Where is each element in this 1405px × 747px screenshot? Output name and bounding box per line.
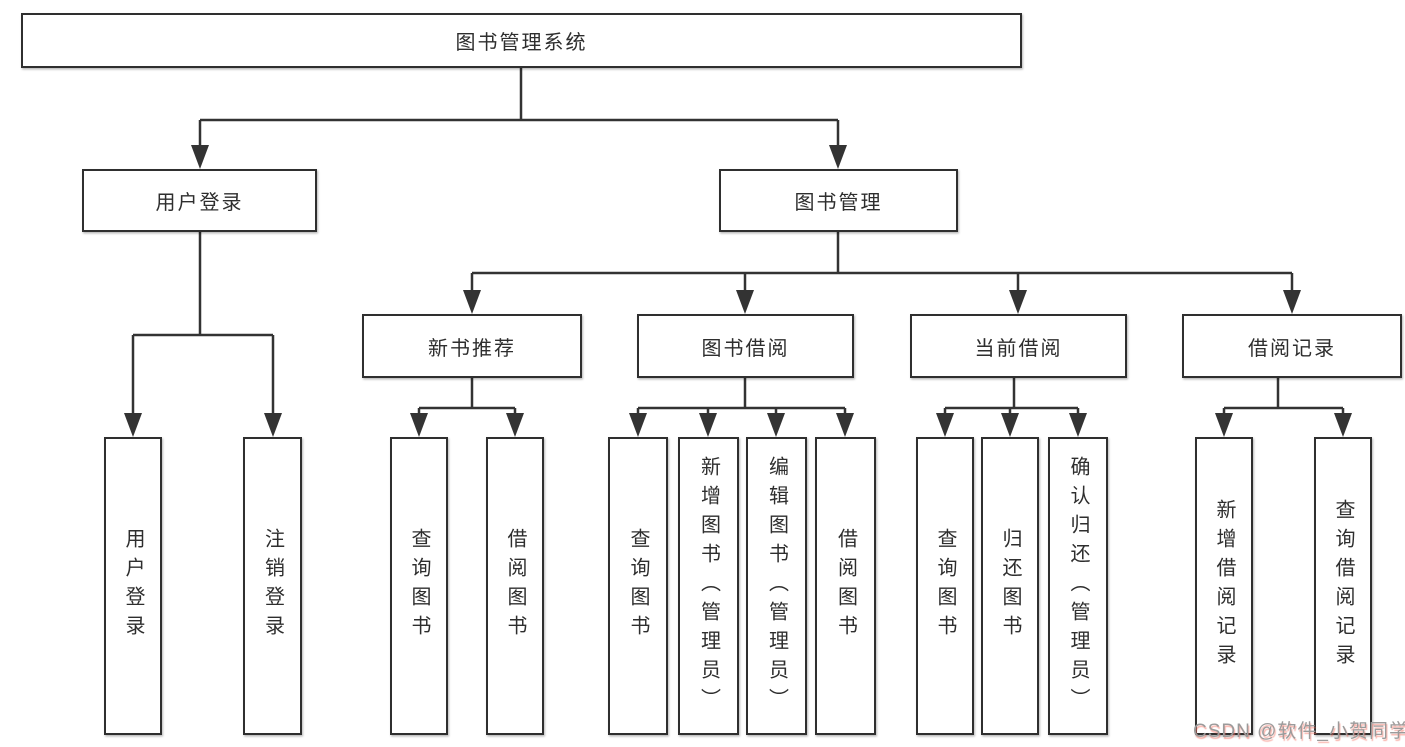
arrowhead-icon <box>191 145 209 169</box>
leaf-records-query-record: 查询借阅记录 <box>1314 437 1372 735</box>
arrowhead-icon <box>463 290 481 314</box>
node-label: 当前借阅 <box>974 337 1063 360</box>
connector-login-to-children <box>131 232 275 416</box>
node-current-borrow: 当前借阅 <box>910 314 1127 378</box>
node-label: 图书借阅 <box>701 337 790 360</box>
connector-current-to-children <box>943 378 1080 416</box>
connector-borrow-to-children <box>636 378 847 416</box>
node-label: 借阅图书 <box>834 528 857 644</box>
leaf-current-confirm-return-admin: 确认归还（管理员） <box>1048 437 1108 735</box>
leaf-user-login: 用户登录 <box>104 437 162 735</box>
node-label: 新书推荐 <box>428 337 516 360</box>
connector-root-to-level2 <box>198 68 840 148</box>
arrowhead-icon <box>829 145 847 169</box>
connector-records-to-children <box>1222 378 1345 416</box>
csdn-watermark: CSDN @软件_小贺同学 <box>1193 721 1405 742</box>
leaf-borrow-edit-books-admin: 编辑图书（管理员） <box>746 437 807 735</box>
node-label: 查询图书 <box>627 528 649 644</box>
node-user-login: 用户登录 <box>82 169 317 232</box>
arrowhead-icon <box>1001 413 1019 437</box>
node-label: 图书管理 <box>794 192 883 214</box>
leaf-borrow-add-books-admin: 新增图书（管理员） <box>678 437 739 735</box>
node-book-borrow: 图书借阅 <box>637 314 854 378</box>
node-label: 编辑图书（管理员） <box>765 455 788 717</box>
leaf-current-return-books: 归还图书 <box>981 437 1039 735</box>
leaf-records-add-record: 新增借阅记录 <box>1195 437 1253 735</box>
arrowhead-icon <box>124 413 142 437</box>
arrowhead-icon <box>699 413 717 437</box>
node-label: 注销登录 <box>261 528 284 644</box>
node-label: 用户登录 <box>155 192 244 214</box>
node-label: 查询图书 <box>408 528 430 644</box>
leaf-borrow-query-books: 查询图书 <box>608 437 668 735</box>
arrowhead-icon <box>836 413 854 437</box>
leaf-current-query-books: 查询图书 <box>916 437 974 735</box>
arrowhead-icon <box>410 413 428 437</box>
arrowhead-icon <box>1069 413 1087 437</box>
leaf-recommend-borrow-books: 借阅图书 <box>486 437 544 735</box>
node-borrow-records: 借阅记录 <box>1182 314 1402 378</box>
arrowhead-icon <box>936 413 954 437</box>
node-book-management: 图书管理 <box>719 169 958 232</box>
arrowhead-icon <box>264 413 282 437</box>
arrowhead-icon <box>629 413 647 437</box>
arrowhead-icon <box>506 413 524 437</box>
leaf-recommend-query-books: 查询图书 <box>390 437 448 735</box>
node-label: 查询借阅记录 <box>1332 499 1354 673</box>
arrowhead-icon <box>1215 413 1233 437</box>
node-label: 图书管理系统 <box>455 32 588 54</box>
node-label: 借阅图书 <box>504 528 526 644</box>
node-label: 用户登录 <box>122 528 144 644</box>
node-new-book-recommend: 新书推荐 <box>362 314 582 378</box>
node-label: 查询图书 <box>934 528 956 644</box>
arrowhead-icon <box>1009 290 1027 314</box>
arrowhead-icon <box>1283 290 1301 314</box>
arrowhead-icon <box>767 413 785 437</box>
arrowhead-icon <box>1334 413 1352 437</box>
leaf-logout-login: 注销登录 <box>243 437 302 735</box>
leaf-borrow-borrow-books: 借阅图书 <box>815 437 876 735</box>
node-label: 借阅记录 <box>1248 337 1336 360</box>
node-label: 新增借阅记录 <box>1213 499 1235 673</box>
node-label: 新增图书（管理员） <box>697 455 720 717</box>
arrowhead-icon <box>736 290 754 314</box>
connector-mgmt-to-level3 <box>470 232 1294 292</box>
node-label: 归还图书 <box>999 528 1021 644</box>
node-library-system: 图书管理系统 <box>21 13 1022 68</box>
node-label: 确认归还（管理员） <box>1067 455 1089 717</box>
connector-newbook-to-children <box>417 378 517 416</box>
